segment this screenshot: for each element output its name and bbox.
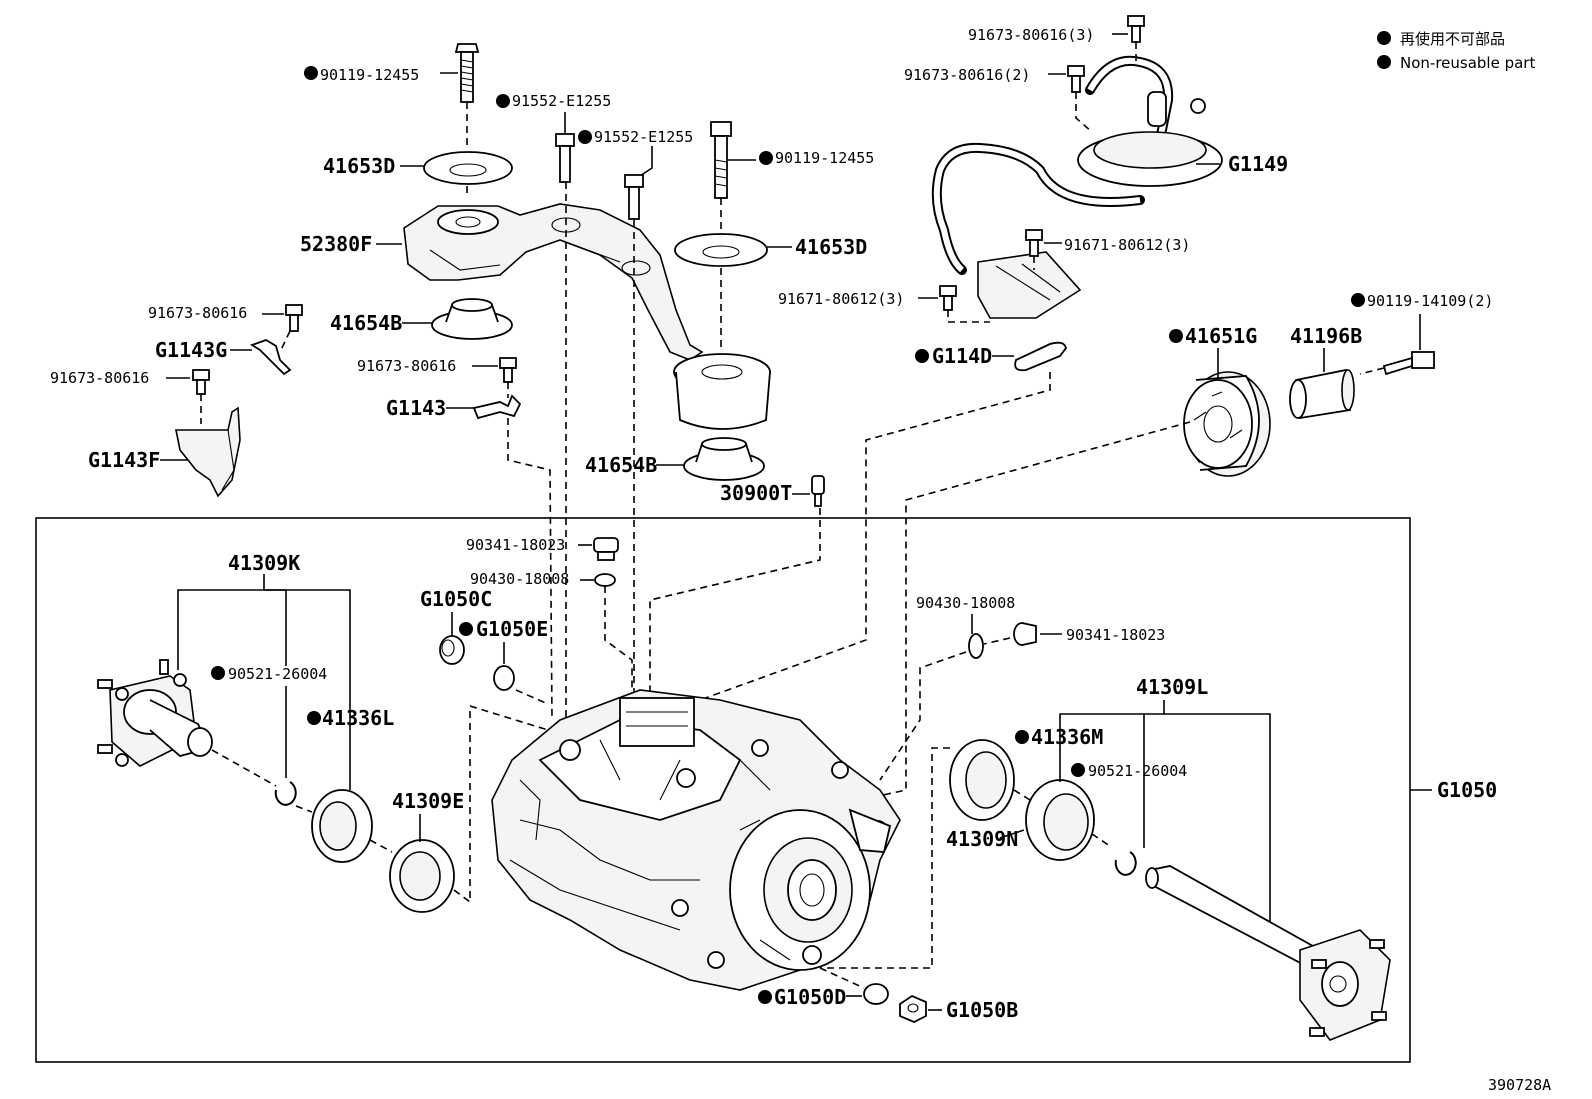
label-30900t: 30900T xyxy=(720,481,792,505)
collar-41196b-part xyxy=(1289,368,1355,420)
flange-shaft-41309k-part xyxy=(97,659,213,767)
transaxle-housing-part xyxy=(491,689,901,991)
label-91552-e1255-a: 91552-E1255 xyxy=(512,92,611,110)
label-41309n: 41309N xyxy=(946,827,1018,851)
legend-label-en: Non-reusable part xyxy=(1400,54,1535,72)
label-91673-80616-c: 91673-80616 xyxy=(50,369,149,387)
label-91673-80616-2: 91673-80616(2) xyxy=(904,66,1030,84)
label-41336m: 41336M xyxy=(1031,725,1103,749)
label-90521-26004-b: 90521-26004 xyxy=(1088,762,1187,780)
gasket-90430-18008-a-part xyxy=(594,573,616,587)
harness-g1149-part xyxy=(931,55,1223,319)
breather-30900t-part xyxy=(811,475,825,507)
label-g1143: G1143 xyxy=(386,396,446,420)
bolt-91673-80616-3-part xyxy=(1127,15,1145,43)
label-91673-80616-a: 91673-80616 xyxy=(148,304,247,322)
label-41309e: 41309E xyxy=(392,789,464,813)
label-90119-14109-2: 90119-14109(2) xyxy=(1367,292,1493,310)
bushing-41651g-part xyxy=(1183,371,1271,477)
label-52380f: 52380F xyxy=(300,232,372,256)
bolt-91673-80616-a-part xyxy=(285,304,303,332)
label-g1050e: G1050E xyxy=(476,617,548,641)
clip-g1143-part xyxy=(472,394,522,420)
plug-90341-18023-b-part xyxy=(1013,622,1037,646)
label-90119-12455-top: 90119-12455 xyxy=(320,66,419,84)
legend: 再使用不可部品 Non-reusable part xyxy=(1377,30,1535,72)
washer-41653d-right-part xyxy=(674,233,768,267)
bolt-90119-12455-top-part xyxy=(454,43,480,103)
plug-g1050c-part xyxy=(439,635,465,665)
label-90341-18023-b: 90341-18023 xyxy=(1066,626,1165,644)
label-41654b-bottom: 41654B xyxy=(585,453,657,477)
plug-g1050b-part xyxy=(899,994,927,1023)
output-shaft-41309l-part xyxy=(1145,865,1391,1041)
label-41651g: 41651G xyxy=(1185,324,1257,348)
bolt-91673-80616-2-part xyxy=(1067,65,1085,93)
snap-ring-90521-26004-b-part xyxy=(1114,851,1137,876)
bolt-91552-e1255-b-part xyxy=(624,174,644,220)
mount-41654b-top-part xyxy=(431,298,513,340)
cap-g114d-part xyxy=(1014,341,1067,372)
label-90119-12455-right: 90119-12455 xyxy=(775,149,874,167)
gasket-90430-18008-b-part xyxy=(968,633,984,659)
label-90521-26004-a: 90521-26004 xyxy=(228,665,327,683)
bolt-91671-80612-3-a-part xyxy=(1025,229,1043,257)
snap-ring-90521-26004-a-part xyxy=(274,781,297,806)
label-90430-18008-b: 90430-18008 xyxy=(916,594,1015,612)
label-91673-80616-3: 91673-80616(3) xyxy=(968,26,1094,44)
label-41653d-left: 41653D xyxy=(323,154,395,178)
label-90341-18023-a: 90341-18023 xyxy=(466,536,565,554)
bolt-90119-12455-right-part xyxy=(710,121,732,199)
shield-g1143f-part xyxy=(175,406,241,498)
washer-41653d-left-part xyxy=(423,151,513,185)
label-41336l: 41336L xyxy=(322,706,394,730)
label-g114d: G114D xyxy=(932,344,992,368)
bolt-91671-80612-3-b-part xyxy=(939,285,957,311)
seal-41309e-part xyxy=(389,839,455,913)
seal-41309n-part xyxy=(1025,779,1095,861)
label-91552-e1255-b: 91552-E1255 xyxy=(594,128,693,146)
bolt-90119-14109-part xyxy=(1382,351,1435,376)
label-g1050d: G1050D xyxy=(774,985,846,1009)
bolt-91673-80616-b-part xyxy=(499,357,517,383)
label-g1050c: G1050C xyxy=(420,587,492,611)
label-91671-80612-3-b: 91671-80612(3) xyxy=(778,290,904,308)
engine-mount-insulator-part xyxy=(673,353,771,430)
bolt-91673-80616-c-part xyxy=(192,369,210,395)
label-41196b: 41196B xyxy=(1290,324,1362,348)
gasket-g1050e-part xyxy=(493,665,515,691)
plug-90341-18023-a-part xyxy=(593,537,619,561)
label-g1050b: G1050B xyxy=(946,998,1018,1022)
mount-41654b-bottom-part xyxy=(683,437,765,481)
label-41654b-top: 41654B xyxy=(330,311,402,335)
label-41309l: 41309L xyxy=(1136,675,1208,699)
gasket-g1050d-part xyxy=(863,983,889,1005)
bolt-91552-e1255-a-part xyxy=(555,133,575,183)
label-90430-18008-a: 90430-18008 xyxy=(470,570,569,588)
label-41309k: 41309K xyxy=(228,551,300,575)
clip-g1143g-part xyxy=(249,339,292,376)
label-g1143g: G1143G xyxy=(155,338,227,362)
label-91671-80612-3-a: 91671-80612(3) xyxy=(1064,236,1190,254)
figure-code: 390728A xyxy=(1488,1076,1551,1094)
label-41653d-right: 41653D xyxy=(795,235,867,259)
non-reusable-marker-icon xyxy=(1377,31,1391,45)
legend-label-jp: 再使用不可部品 xyxy=(1400,30,1505,48)
non-reusable-marker-icon xyxy=(1377,55,1391,69)
label-g1050: G1050 xyxy=(1437,778,1497,802)
label-g1143f: G1143F xyxy=(88,448,160,472)
seal-41336l-part xyxy=(311,789,373,863)
label-91673-80616-b: 91673-80616 xyxy=(357,357,456,375)
seal-41336m-part xyxy=(949,739,1015,821)
label-g1149: G1149 xyxy=(1228,152,1288,176)
